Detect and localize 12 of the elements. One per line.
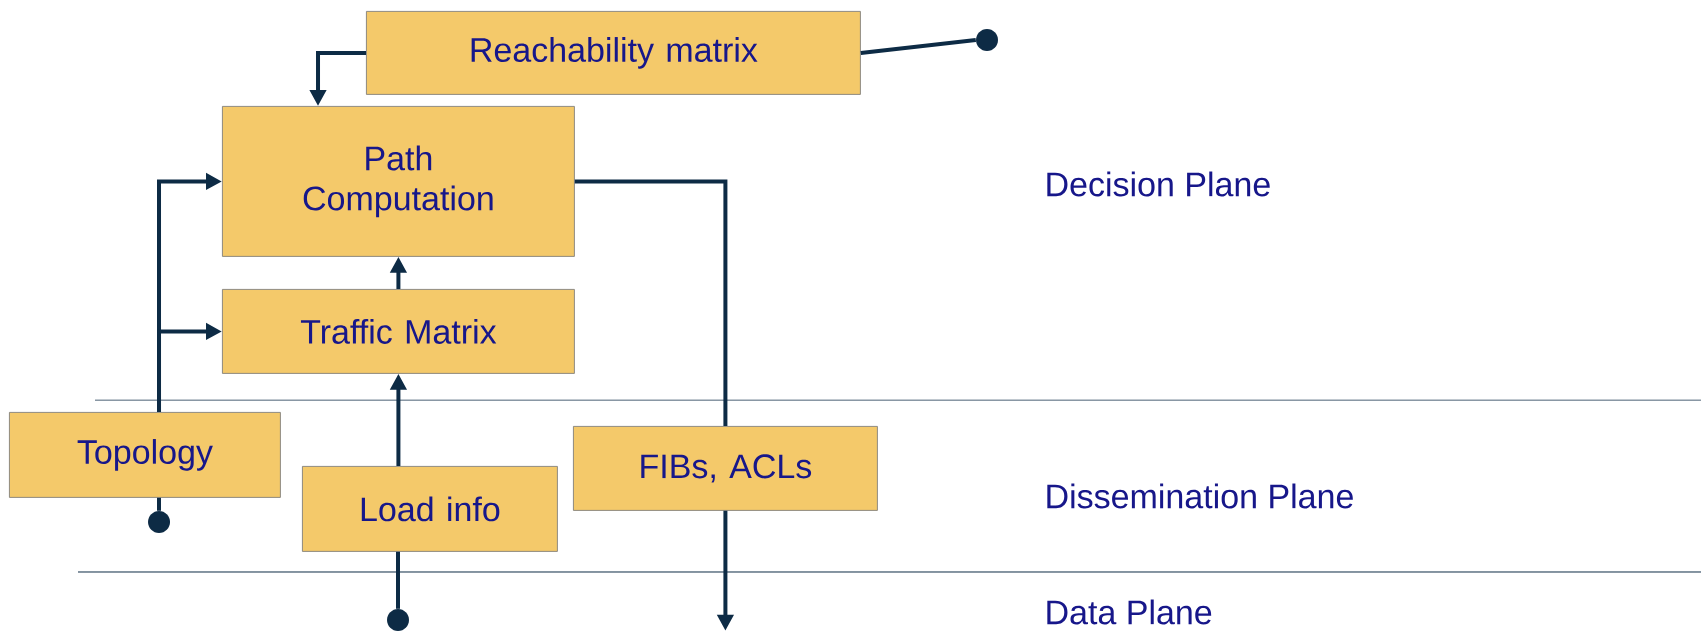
process-box: Reachability matrix [366, 11, 861, 95]
terminal-dot [387, 609, 409, 631]
plane-label: Dissemination Plane [1047, 483, 1353, 509]
process-box: FIBs, ACLs [573, 426, 878, 511]
plane-label: Decision Plane [1047, 171, 1270, 197]
terminal-dot [148, 511, 170, 533]
plane-label: Data Plane [1047, 599, 1212, 625]
process-box: Load info [302, 466, 558, 552]
process-box: Path Computation [222, 106, 575, 257]
process-box: Traffic Matrix [222, 289, 575, 374]
process-box: Topology [9, 412, 281, 498]
terminal-dot [976, 29, 998, 51]
